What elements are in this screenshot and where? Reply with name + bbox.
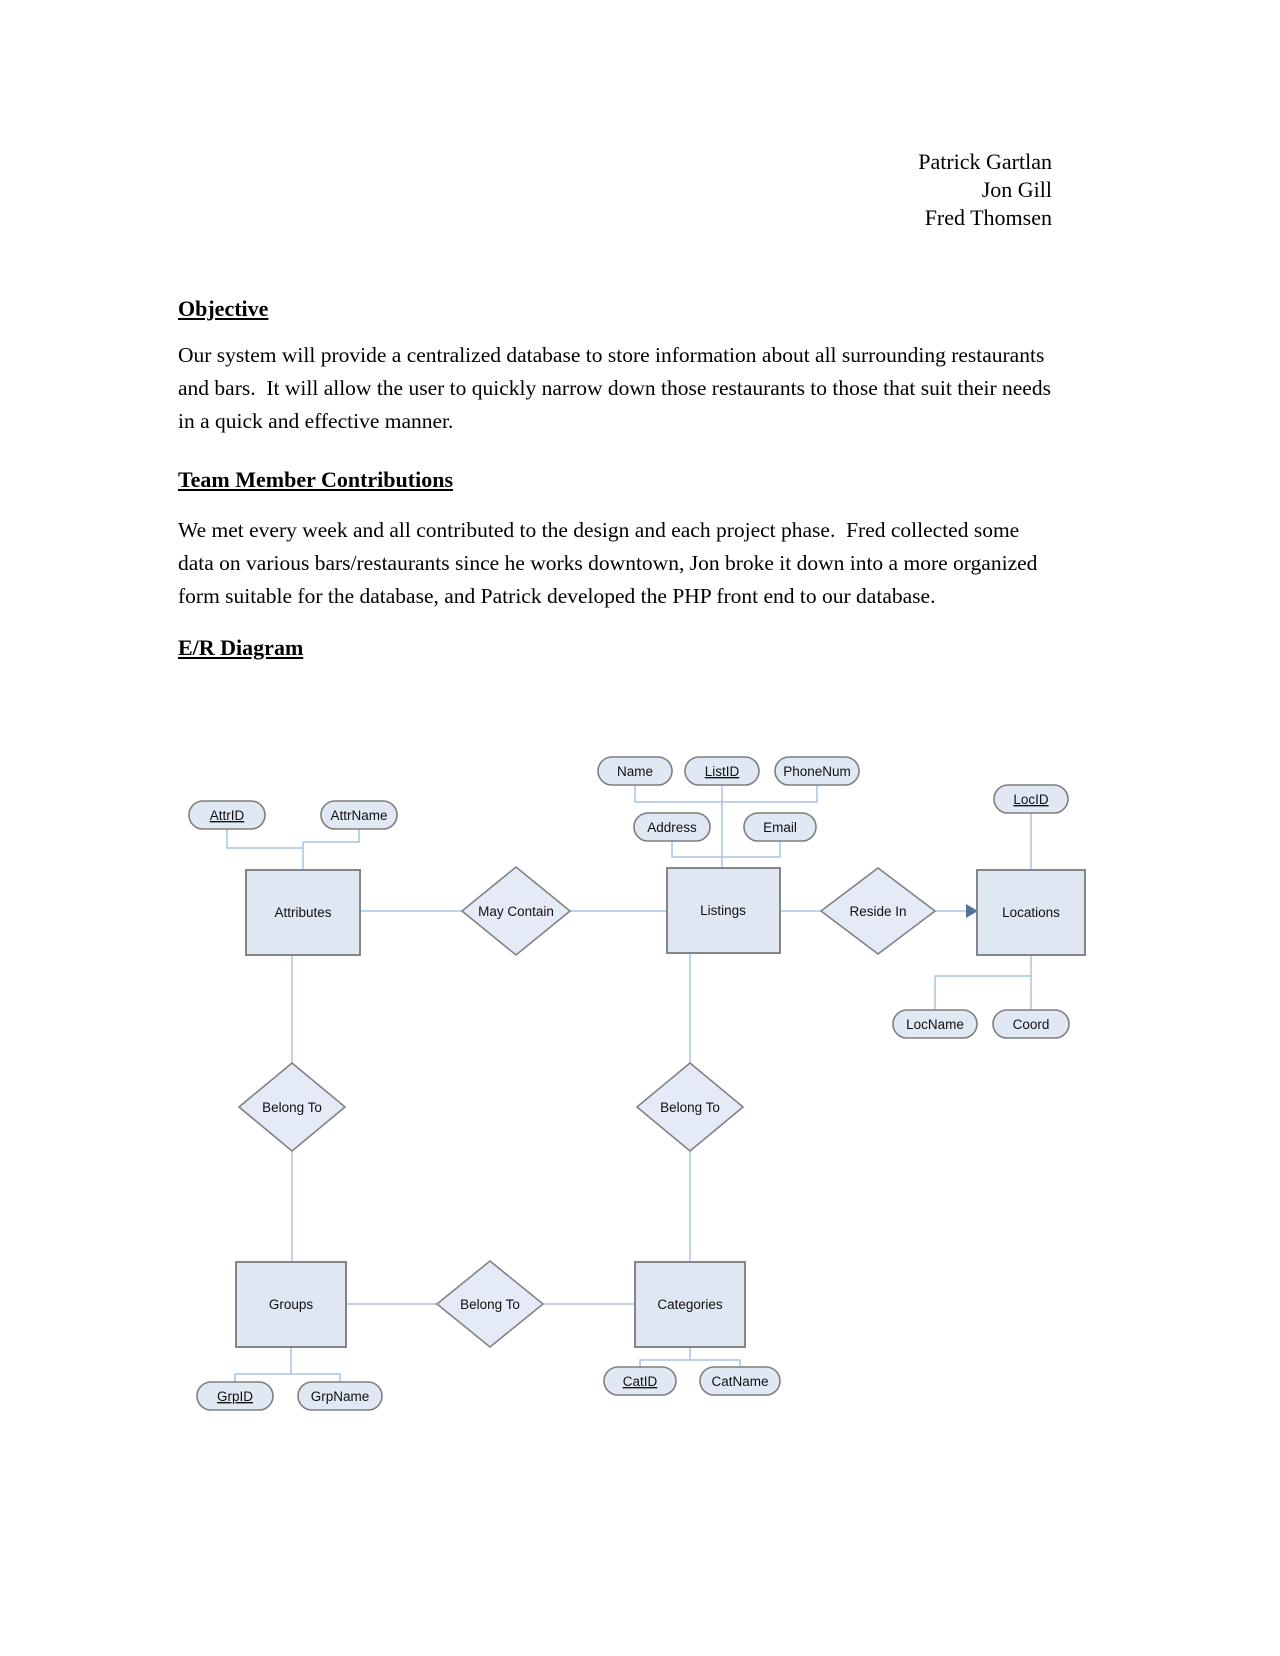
attr-label: GrpName (311, 1389, 370, 1404)
relationship-belong-to-bottom: Belong To (435, 1259, 545, 1349)
entity-label: Attributes (274, 905, 331, 920)
attr-locname: LocName (892, 1009, 978, 1039)
connector (722, 841, 781, 858)
relationship-diamond (237, 1061, 347, 1153)
attr-catid: CatID (603, 1366, 677, 1396)
connector-lines (226, 785, 1032, 1382)
attr-label: GrpID (217, 1389, 253, 1404)
connector (634, 785, 818, 803)
attr-oval (188, 800, 266, 830)
attr-label: CatID (623, 1374, 658, 1389)
document-content: Patrick Gartlan Jon Gill Fred Thomsen Ob… (178, 148, 1052, 663)
attr-label: Name (617, 764, 653, 779)
attr-grpname: GrpName (297, 1381, 383, 1411)
entity-listings: Listings (666, 867, 781, 954)
relationship-label: Reside In (849, 904, 906, 919)
contributions-heading-text: Team Member Contributions (178, 467, 453, 492)
entity-box (634, 1261, 746, 1348)
attr-email: Email (743, 812, 817, 842)
objective-heading-text: Objective (178, 296, 269, 321)
attr-label: Email (763, 820, 797, 835)
relationship-may-contain: May Contain (460, 865, 572, 957)
relationship-label: Belong To (660, 1100, 720, 1115)
attr-name: Name (597, 756, 673, 786)
objective-paragraph: Our system will provide a centralized da… (178, 343, 1057, 433)
attr-attrid: AttrID (188, 800, 266, 830)
relationship-label: May Contain (478, 904, 554, 919)
attr-locid: LocID (993, 784, 1069, 814)
relationship-belong-to-mid: Belong To (635, 1061, 745, 1153)
attr-oval (774, 756, 860, 786)
author-block: Patrick Gartlan Jon Gill Fred Thomsen (178, 148, 1052, 232)
entity-attributes: Attributes (245, 869, 361, 956)
relationship-label: Belong To (262, 1100, 322, 1115)
attr-phonenum: PhoneNum (774, 756, 860, 786)
entity-label: Categories (657, 1297, 723, 1312)
relationship-diamond (819, 866, 937, 956)
attr-oval (684, 756, 760, 786)
attr-oval (743, 812, 817, 842)
objective-heading: Objective (178, 294, 1052, 324)
author-name: Fred Thomsen (924, 205, 1052, 230)
connector (303, 829, 360, 843)
attr-coord: Coord (992, 1009, 1070, 1039)
er-diagram-heading: E/R Diagram (178, 633, 1052, 663)
entity-label: Locations (1002, 905, 1060, 920)
entity-box (245, 869, 361, 956)
author-name: Patrick Gartlan (918, 149, 1052, 174)
entity-locations: Locations (976, 869, 1086, 956)
attr-oval (633, 812, 711, 842)
connector (226, 829, 303, 849)
attr-grpid: GrpID (196, 1381, 274, 1411)
relationship-diamond (635, 1061, 745, 1153)
attr-oval (320, 800, 398, 830)
attr-label: AttrName (330, 808, 387, 823)
relationship-belong-to-left: Belong To (237, 1061, 347, 1153)
attr-label: AttrID (210, 808, 245, 823)
connector (671, 841, 722, 858)
entity-groups: Groups (235, 1261, 347, 1348)
entity-categories: Categories (634, 1261, 746, 1348)
entity-box (976, 869, 1086, 956)
relationship-label: Belong To (460, 1297, 520, 1312)
attr-oval (603, 1366, 677, 1396)
attr-oval (992, 1009, 1070, 1039)
attr-label: ListID (705, 764, 740, 779)
connector (639, 1347, 741, 1367)
relationship-diamond (460, 865, 572, 957)
attr-oval (993, 784, 1069, 814)
connector (234, 1347, 341, 1382)
author-name: Jon Gill (981, 177, 1052, 202)
attr-attrname: AttrName (320, 800, 398, 830)
attr-oval (699, 1366, 781, 1396)
attr-label: CatName (711, 1374, 768, 1389)
contributions-paragraph: We met every week and all contributed to… (178, 518, 1043, 608)
attr-oval (196, 1381, 274, 1411)
attr-address: Address (633, 812, 711, 842)
attr-label: LocID (1013, 792, 1049, 807)
attr-catname: CatName (699, 1366, 781, 1396)
entity-label: Listings (700, 903, 746, 918)
entity-box (235, 1261, 347, 1348)
attr-label: LocName (906, 1017, 964, 1032)
er-diagram-heading-text: E/R Diagram (178, 635, 304, 660)
entity-box (666, 867, 781, 954)
contributions-heading: Team Member Contributions (178, 465, 1052, 495)
connector (934, 975, 1031, 1010)
relationship-diamond (435, 1259, 545, 1349)
attr-label: Address (647, 820, 697, 835)
attr-label: Coord (1013, 1017, 1050, 1032)
attr-listid: ListID (684, 756, 760, 786)
attr-label: PhoneNum (783, 764, 851, 779)
relationship-reside-in: Reside In (819, 866, 937, 956)
entity-label: Groups (269, 1297, 314, 1312)
attr-oval (892, 1009, 978, 1039)
attr-oval (297, 1381, 383, 1411)
attr-oval (597, 756, 673, 786)
arrowhead-right-icon (966, 904, 978, 918)
